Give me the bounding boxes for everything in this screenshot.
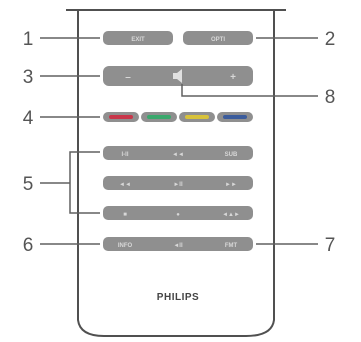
stop-button[interactable]: ■ [123,212,127,218]
green-key-stripe [147,115,171,119]
exit-button[interactable] [103,31,173,45]
options-button-label: OPTI [211,37,225,43]
blue-key-stripe [223,115,247,119]
callout-8: 8 [325,87,336,108]
rewind-button[interactable]: ◄◄ [119,182,131,188]
pause-button[interactable]: ◄II [173,243,183,249]
yellow-key-stripe [185,115,209,119]
options-button[interactable] [183,31,253,45]
exit-button-label: EXIT [131,37,145,43]
volume-down-button[interactable]: – [125,72,131,83]
speaker-icon[interactable] [173,69,182,83]
callout-4: 4 [23,108,34,129]
red-key-stripe [109,115,133,119]
record-button[interactable]: ● [176,212,180,218]
callout-2: 2 [325,29,336,50]
bottom-keys-row[interactable] [103,237,253,251]
callout-6: 6 [23,235,34,256]
colour-keys [103,112,253,122]
navigate-button[interactable]: ◄▲► [222,212,240,218]
callout-5: 5 [23,174,34,195]
callout-labels: 1 2 3 8 4 5 6 7 [23,29,336,256]
playback-row-3[interactable] [103,206,253,220]
playback-row-1[interactable] [103,146,253,160]
forward-button[interactable]: ►► [225,182,237,188]
callout-7: 7 [325,235,336,256]
playback-row-1-right: SUB [225,152,238,158]
volume-up-button[interactable]: + [230,72,236,83]
play-pause-button[interactable]: ►II [173,182,183,188]
playback-row-1-left: I-II [122,152,129,158]
callout-3: 3 [23,67,34,88]
format-button[interactable]: FMT [225,243,238,249]
info-button[interactable]: INFO [118,243,133,249]
playback-row-2[interactable] [103,176,253,190]
playback-keys: I-II ◄◄ SUB ◄◄ ►II ►► ■ ● ◄▲► [103,146,253,220]
remote-body-outline [77,10,275,337]
brand-logo: PHILIPS [157,292,199,303]
callout-lines [40,37,318,245]
callout-line-8 [181,84,318,97]
playback-row-1-mid: ◄◄ [172,152,184,158]
callout-1: 1 [23,29,34,50]
